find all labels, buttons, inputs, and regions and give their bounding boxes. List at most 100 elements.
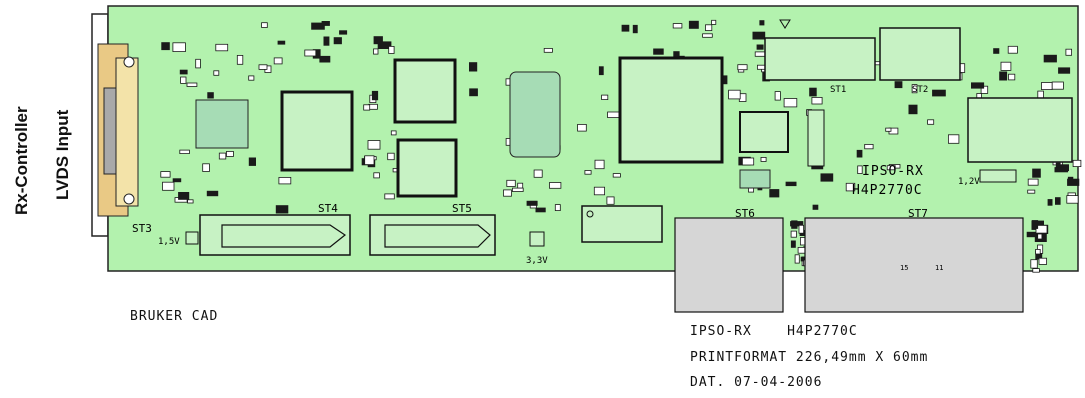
smd-pad <box>468 62 478 72</box>
board-code: H4P2770C <box>852 183 923 198</box>
smd-pad <box>1032 268 1040 273</box>
smd-pad <box>248 75 255 81</box>
smd-pad <box>769 189 780 198</box>
smd-pad <box>894 81 903 89</box>
smd-pad <box>809 87 817 97</box>
smd-pad <box>783 98 798 108</box>
smd-pad <box>864 143 874 150</box>
ic-qfp-2 <box>393 58 457 124</box>
smd-pad <box>179 69 188 75</box>
smd-pad <box>160 171 171 178</box>
smd-pad <box>785 181 797 187</box>
smd-pad <box>593 186 605 196</box>
smd-pad <box>798 224 804 234</box>
smd-pad <box>1066 195 1079 204</box>
smd-pad <box>549 182 562 189</box>
smd-pad <box>161 42 170 51</box>
smd-pad <box>258 64 268 70</box>
smd-pad <box>261 22 268 28</box>
smd-pad <box>319 55 331 63</box>
smd-pad <box>533 169 543 178</box>
triangle-marker <box>779 19 791 29</box>
smd-pad <box>226 150 234 157</box>
smd-pad <box>1007 45 1018 54</box>
smd-pad <box>304 49 317 57</box>
smd-pad <box>702 33 713 38</box>
smd-pad <box>856 149 863 158</box>
smd-pad <box>180 76 187 84</box>
smd-pad <box>387 152 395 161</box>
smd-pad <box>948 134 960 144</box>
smd-pad <box>705 24 713 31</box>
smd-pad <box>1031 220 1039 229</box>
ic-module-right <box>967 97 1073 163</box>
smd-pad <box>857 165 863 174</box>
smd-pad <box>1026 231 1037 238</box>
smd-pad <box>321 20 330 26</box>
label-st2: ST2 <box>912 85 928 95</box>
ic-bga-1 <box>509 71 561 158</box>
smd-pad <box>760 156 767 162</box>
smd-pad <box>277 40 286 45</box>
smd-pad <box>612 173 621 178</box>
smd-pad <box>993 48 1000 54</box>
component-cap-1v5 <box>185 231 199 245</box>
smd-pad <box>759 20 765 26</box>
smd-pad <box>543 48 553 53</box>
smd-pad <box>601 94 609 100</box>
smd-pad <box>1051 81 1064 90</box>
smd-pad <box>1035 248 1041 255</box>
smd-pad <box>632 24 638 34</box>
smd-pad <box>1054 167 1069 173</box>
smd-pad <box>213 70 220 76</box>
smd-pad <box>790 230 797 238</box>
header-st2 <box>879 27 961 81</box>
label-st5: ST5 <box>452 202 472 215</box>
smd-pad <box>248 157 256 166</box>
smd-pad <box>672 23 683 29</box>
ic-qfp-main <box>618 56 724 164</box>
dsub-connector-body <box>115 57 139 207</box>
smd-pad <box>774 91 781 101</box>
board-name: IPSO-RX <box>862 164 924 179</box>
label-st1: ST1 <box>830 85 846 95</box>
smd-pad <box>186 82 198 87</box>
ic-qfp-1 <box>280 90 354 172</box>
ribbon-connector-st5-inner <box>384 224 491 248</box>
smd-pad <box>202 163 210 172</box>
label-st7: ST7 <box>908 207 928 220</box>
smd-pad <box>215 43 229 52</box>
smd-pad <box>911 84 918 94</box>
smd-pad <box>323 36 330 46</box>
smd-pad <box>577 124 587 132</box>
smd-pad <box>756 44 764 50</box>
smd-pad <box>1027 178 1039 186</box>
smd-pad <box>606 196 615 205</box>
header-st1 <box>764 37 876 81</box>
smd-pad <box>469 88 478 97</box>
smd-pad <box>517 182 524 189</box>
smd-pad <box>1041 82 1053 90</box>
smd-pad <box>373 172 380 179</box>
smd-pad <box>885 127 892 132</box>
smd-pad <box>908 104 918 115</box>
smd-pad <box>535 207 546 213</box>
smd-pad <box>820 173 834 182</box>
smd-pad <box>371 90 379 101</box>
smd-pad <box>598 66 604 76</box>
smd-pad <box>506 179 516 187</box>
smd-pad <box>187 199 194 204</box>
smd-pad <box>236 55 244 65</box>
smd-pad <box>1030 259 1038 269</box>
date-line: DAT. 07-04-2006 <box>690 375 823 390</box>
label-st3: ST3 <box>132 222 152 235</box>
smd-pad <box>172 178 182 183</box>
smd-pad <box>927 119 935 125</box>
smd-pad <box>1047 199 1053 206</box>
smd-pad <box>1072 159 1082 168</box>
smd-pad <box>584 170 592 175</box>
smd-pad <box>1043 54 1057 63</box>
smd-pad <box>1008 73 1016 81</box>
